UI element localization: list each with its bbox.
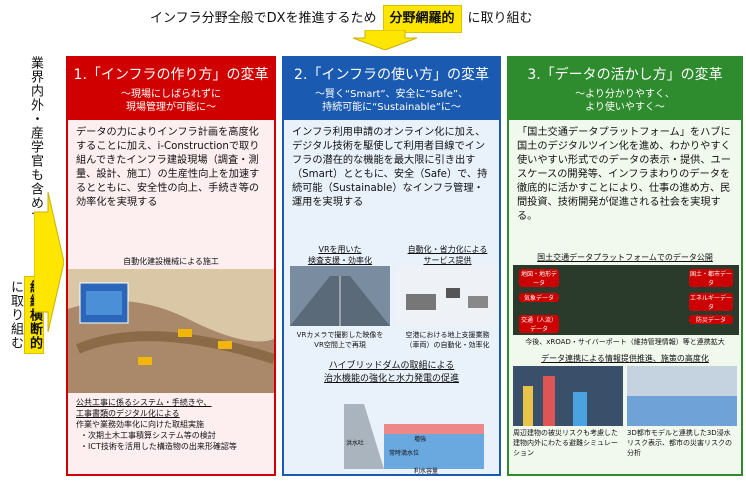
vr-caption: VRカメラで撮影した映像を VR空間上で再現 (296, 331, 384, 349)
platform-title: 国土交通データプラットフォームでのデータ公開 (537, 253, 713, 262)
auto-panel-title: 自動化・省力化による サービス提供 (407, 245, 488, 265)
dam-diagram (284, 384, 499, 474)
column-2-header: 2.「インフラの使い方」の変革 ～賢く“Smart”、安全に“Safe”、 持続… (284, 58, 499, 120)
node-disaster: 防災データ (689, 315, 733, 324)
flood-risk-image (627, 366, 737, 426)
airport-caption: 空港における地上支援業務 （車両）の自動化・効率化 (405, 331, 490, 349)
column-1-bottom-title-2: 工事書類のデジタル化による (76, 409, 180, 418)
dam-label-4: 利水容量 (414, 468, 439, 475)
column-1-title: 1.「インフラの作り方」の変革 (73, 67, 269, 83)
dam-label-1: 洪水吐 (346, 440, 365, 447)
column-1-bottom-title-1: 公共工事に係るシステム・手続きや、 (76, 398, 212, 407)
column-1-body: データの力によりインフラ計画を高度化することに加え、i-Construction… (76, 127, 260, 208)
column-3-header: 3.「データの活かし方」の変革 ～より分かりやすく、 より使いやすく～ (509, 58, 741, 120)
column-data-use: 3.「データの活かし方」の変革 ～より分かりやすく、 より使いやすく～ 「国土交… (507, 56, 743, 476)
left-prefix: 業界内外・産学官も含めて (28, 56, 43, 224)
column-1-subtitle: ～現場にしばられずに 現場管理が可能に～ (121, 89, 221, 113)
plateau-title: データ連携による情報提供推進、施策の高度化 (541, 354, 709, 363)
down-arrow-icon (352, 30, 418, 50)
column-infra-use: 2.「インフラの使い方」の変革 ～賢く“Smart”、安全に“Safe”、 持続… (282, 56, 501, 476)
node-weather: 気象データ (519, 293, 559, 302)
node-land: 国土・都市データ (689, 269, 733, 287)
platform-caption: 今後、xROAD・サイバーポート（維持管理情報）等と連携拡大 (525, 338, 725, 346)
vr-panel-title: VRを用いた 検査支援・効率化 (308, 245, 372, 265)
plateau-caption-2: 3D都市モデルと連携した3D浸水リスク表示、都市の災害リスクの分析 (627, 429, 732, 457)
column-3-title: 3.「データの活かし方」の変革 (527, 67, 723, 83)
left-suffix: に取り組む (8, 280, 23, 350)
column-2-title: 2.「インフラの使い方」の変革 (294, 67, 489, 83)
column-2-subtitle: ～賢く“Smart”、安全に“Safe”、 持続可能に“Sustainable”… (314, 89, 469, 113)
column-1-bullet-1: ・次期土木工事積算システム等の検討 (80, 431, 216, 440)
right-arrow-icon (34, 192, 64, 332)
node-energy: エネルギーデータ (689, 293, 733, 311)
hybrid-dam-title: ハイブリッドダムの取組による 治水機能の強化と水力発電の促進 (323, 361, 459, 384)
dam-label-2: 増強 (414, 436, 427, 443)
plateau-caption-1: 周辺建物の被災リスクも考慮した建物内外にわたる避難シミュレーション (513, 429, 618, 457)
column-1-image-caption: 自動化建設機械による施工 (123, 257, 219, 266)
top-title-suffix: に取り組む (467, 11, 533, 26)
platform-diagram: 地図・地形データ 気象データ 交通（人流）データ 国土・都市データ エネルギーデ… (513, 265, 739, 335)
construction-image (68, 269, 274, 393)
airport-vehicle-image (396, 266, 499, 326)
top-title-highlight: 分野網羅的 (382, 5, 462, 33)
column-2-body: インフラ利用申請のオンライン化に加え、デジタル技術を駆使して利用者目線でインフラ… (292, 127, 488, 208)
node-map: 地図・地形データ (519, 269, 559, 287)
dam-label-3: 常時満水位 (389, 450, 420, 457)
top-title: インフラ分野全般でDXを推進するため 分野網羅的 に取り組む (150, 5, 650, 33)
building-sim-image (513, 366, 623, 426)
top-title-prefix: インフラ分野全般でDXを推進するため (150, 11, 377, 26)
column-3-body: 「国土交通データプラットフォーム」をハブに国土のデジタルツイン化を進め、わかりや… (517, 127, 731, 222)
column-1-header: 1.「インフラの作り方」の変革 ～現場にしばられずに 現場管理が可能に～ (68, 58, 274, 120)
column-infra-build: 1.「インフラの作り方」の変革 ～現場にしばられずに 現場管理が可能に～ データ… (66, 56, 276, 476)
node-traffic: 交通（人流）データ (519, 315, 559, 333)
column-3-subtitle: ～より分かりやすく、 より使いやすく～ (575, 89, 675, 113)
column-1-bottom-title-3: 作業や業務効率化に向けた取組実施 (76, 420, 204, 429)
vr-image (290, 266, 390, 326)
column-1-bullet-2: ・ICT技術を活用した構造物の出来形確認等 (80, 442, 237, 451)
